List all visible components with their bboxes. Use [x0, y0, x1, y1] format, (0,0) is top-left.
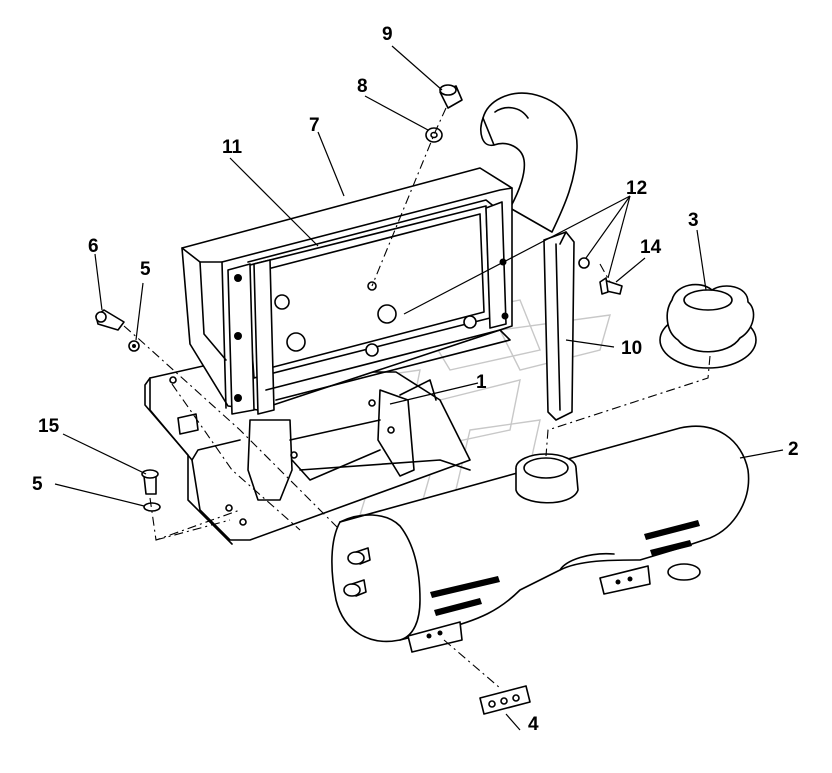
callout-14: 14	[640, 237, 662, 258]
vertical-bracket	[543, 231, 575, 421]
callout-4: 4	[528, 714, 539, 735]
callout-5-upper: 5	[140, 259, 151, 280]
tank	[331, 425, 750, 653]
bolt-15	[141, 469, 159, 495]
callout-15: 15	[38, 416, 60, 437]
exhaust-pipe	[480, 92, 578, 233]
callout-6: 6	[88, 236, 99, 257]
callout-11: 11	[222, 137, 243, 158]
leader-lines	[54, 45, 784, 731]
callout-12: 12	[626, 178, 647, 199]
filler-cap	[659, 283, 757, 369]
washer-8	[425, 127, 443, 143]
bolt-9	[439, 84, 463, 109]
callout-8: 8	[357, 76, 368, 97]
washer-5-lower	[143, 502, 161, 512]
center-lines	[123, 107, 711, 689]
muffler-box	[181, 167, 513, 415]
callout-3: 3	[688, 210, 699, 231]
callout-5-lower: 5	[32, 474, 43, 495]
spacer-plate	[479, 685, 531, 715]
washer-5-upper	[128, 340, 140, 352]
bolt-6	[95, 309, 125, 331]
callout-7: 7	[309, 115, 320, 136]
callout-9: 9	[382, 24, 393, 45]
callouts: 1 2 3 4 5 5 6 7 8 9 10 11 12 14 15	[32, 24, 799, 735]
callout-2: 2	[788, 439, 799, 460]
mounting-bracket	[144, 363, 471, 545]
callout-1: 1	[476, 372, 487, 393]
bolt-12-14	[578, 257, 623, 295]
callout-10: 10	[621, 338, 642, 359]
